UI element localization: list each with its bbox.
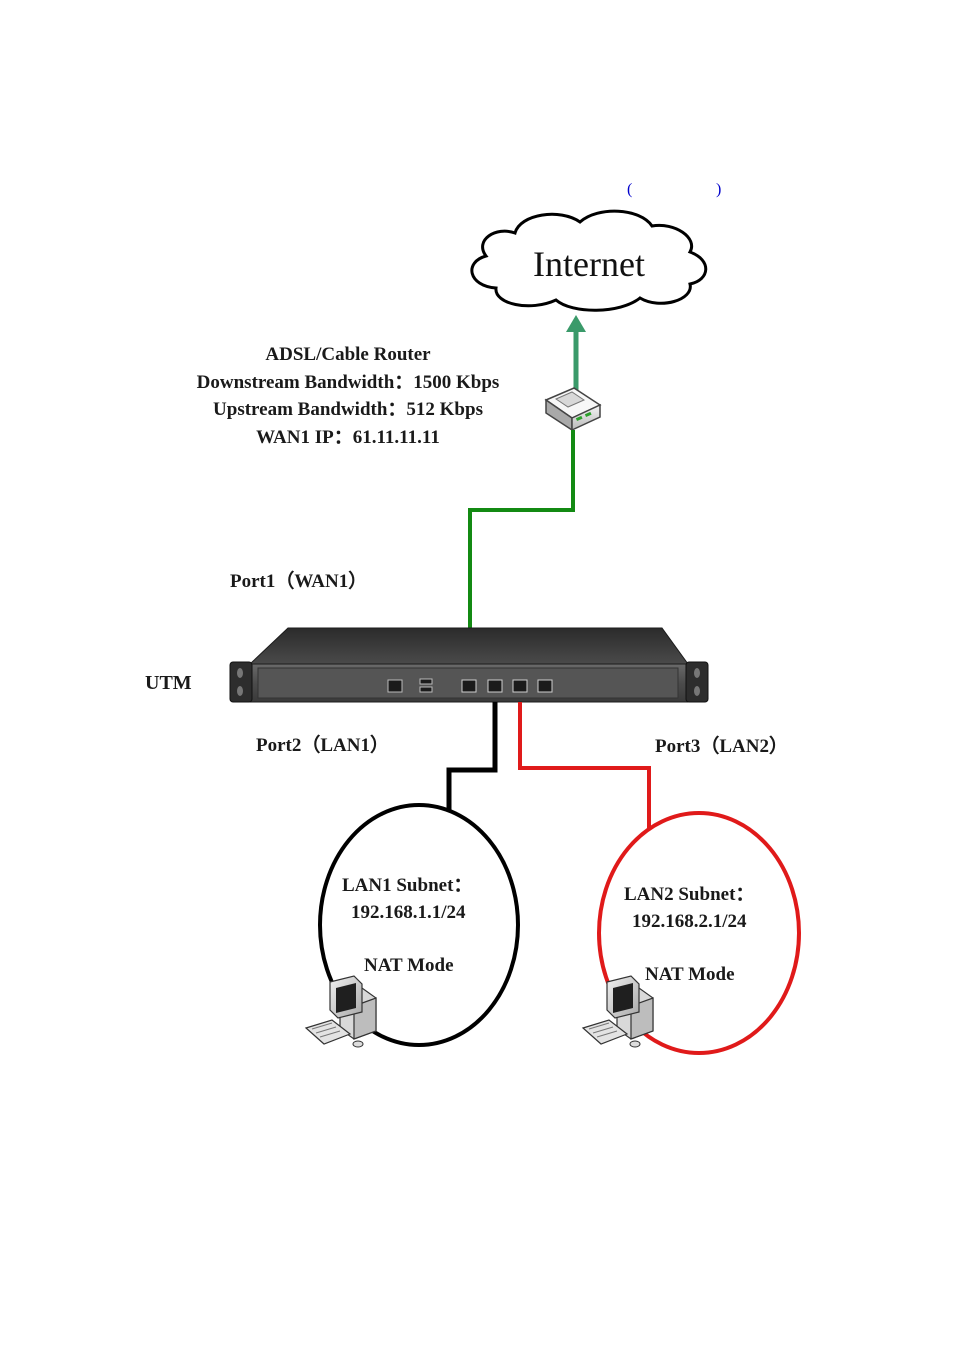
- utm-appliance-icon: [229, 627, 709, 703]
- port1-label: Port1（WAN1）: [230, 569, 367, 592]
- router-upstream: Upstream Bandwidth：512 Kbps: [213, 399, 483, 420]
- lan1-zone: [318, 803, 520, 1047]
- lan2-link: [518, 702, 651, 830]
- lan1-mode: NAT Mode: [364, 955, 454, 976]
- header-paren-close: ): [716, 181, 721, 198]
- arrow-head-icon: [566, 315, 586, 332]
- wan-link: [468, 430, 575, 668]
- header-paren-open: (: [627, 181, 632, 198]
- desktop-computer-icon: [304, 975, 377, 1048]
- lan2-zone: [597, 811, 801, 1055]
- router-downstream: Downstream Bandwidth：1500 Kbps: [197, 372, 500, 393]
- lan2-subnet: 192.168.2.1/24: [632, 911, 747, 932]
- router-wan-ip: WAN1 IP：61.11.11.11: [256, 427, 440, 448]
- port2-label: Port2（LAN1）: [256, 733, 389, 756]
- cloud-icon: [470, 209, 708, 312]
- desktop-computer-icon: [581, 975, 654, 1048]
- lan2-subnet-label: LAN2 Subnet：: [624, 884, 754, 905]
- port3-label: Port3（LAN2）: [655, 734, 788, 757]
- router-name: ADSL/Cable Router: [265, 344, 431, 365]
- router-icon: [544, 387, 602, 432]
- lan1-subnet-label: LAN1 Subnet：: [342, 875, 472, 896]
- lan1-link: [446, 702, 498, 810]
- lan1-subnet: 192.168.1.1/24: [351, 902, 466, 923]
- internet-label: Internet: [533, 244, 645, 284]
- utm-label: UTM: [145, 672, 192, 694]
- lan2-mode: NAT Mode: [645, 964, 735, 985]
